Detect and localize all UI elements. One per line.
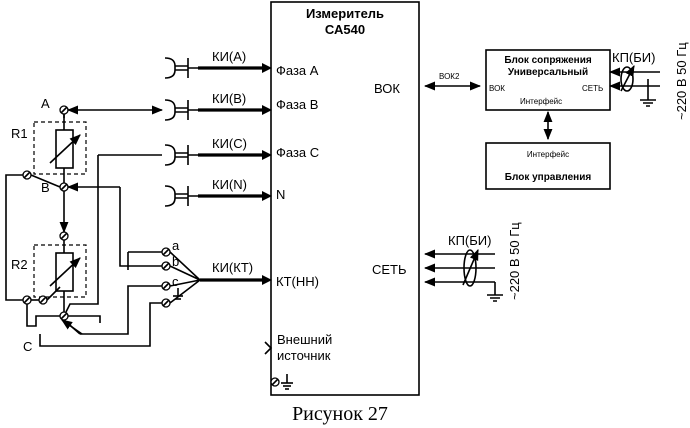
interface-unit-vok: ВОК: [489, 84, 505, 93]
vok2-label: ВОК2: [439, 72, 460, 81]
node-a-label: A: [41, 96, 50, 111]
interface-unit-set: СЕТЬ: [582, 84, 603, 93]
meter-power-cable: КП(БИ): [423, 233, 503, 302]
power-label-top: ~220 В 50 Гц: [674, 42, 689, 120]
cable-ki-a: КИ(А): [164, 49, 272, 79]
meter-ground-icon: [487, 294, 503, 302]
bridge-wiring: [5, 105, 164, 347]
port-phase-b: Фаза В: [276, 97, 318, 112]
control-unit-interface: Интерфейс: [527, 150, 569, 159]
meter-block: [270, 1, 420, 396]
port-set: СЕТЬ: [372, 262, 407, 277]
ki-b-label: КИ(В): [212, 91, 246, 106]
ext-source-arrow: [264, 341, 273, 355]
interface-unit-interface: Интерфейс: [520, 97, 562, 106]
kt-label-c: c: [172, 274, 179, 289]
port-ext-line1: Внешний: [277, 332, 332, 347]
r1-frame: [33, 121, 87, 175]
ki-n-label: КИ(N): [212, 177, 247, 192]
interface-ground-icon: [640, 99, 656, 107]
node-c-label: C: [23, 339, 32, 354]
interface-unit-title-line2: Универсальный: [508, 67, 588, 78]
r2-frame: [33, 244, 87, 298]
interface-unit-block: [485, 49, 611, 111]
interface-unit-title-line1: Блок сопряжения: [504, 55, 592, 66]
cable-ki-c: КИ(С): [164, 136, 272, 166]
r1-label: R1: [11, 126, 28, 141]
cable-ki-b: КИ(В): [164, 91, 272, 121]
port-phase-a: Фаза А: [276, 63, 319, 78]
kp-bi-label-bottom: КП(БИ): [448, 233, 491, 248]
ki-c-label: КИ(С): [212, 136, 247, 151]
power-label-bottom: ~220 В 50 Гц: [507, 222, 522, 300]
cable-ki-kt: КИ(КТ): [169, 251, 272, 304]
port-ext-line2: источник: [277, 348, 331, 363]
ki-a-label: КИ(А): [212, 49, 246, 64]
port-neutral: N: [276, 187, 285, 202]
kt-label-b: b: [172, 254, 179, 269]
kt-ground-icon: [173, 288, 183, 300]
r1-resistor: [49, 114, 81, 183]
figure-caption: Рисунок 27: [292, 403, 388, 425]
interface-unit-power-cable: КП(БИ): [608, 50, 660, 107]
r2-label: R2: [11, 257, 28, 272]
port-vok: ВОК: [374, 81, 400, 96]
control-unit-block: [485, 142, 611, 190]
port-kt: КТ(НН): [276, 274, 319, 289]
r2-resistor: [49, 240, 81, 312]
control-unit-title: Блок управления: [505, 172, 592, 183]
port-phase-c: Фаза С: [276, 145, 319, 160]
kp-bi-label-top: КП(БИ): [612, 50, 655, 65]
ki-kt-label: КИ(КТ): [212, 260, 253, 275]
kt-label-a: a: [172, 238, 180, 253]
cable-ki-n: КИ(N): [164, 177, 272, 207]
ground-icon: [281, 374, 293, 390]
node-b-label: B: [41, 180, 50, 195]
meter-title-line2: СА540: [325, 22, 365, 37]
meter-title-line1: Измеритель: [306, 6, 384, 21]
